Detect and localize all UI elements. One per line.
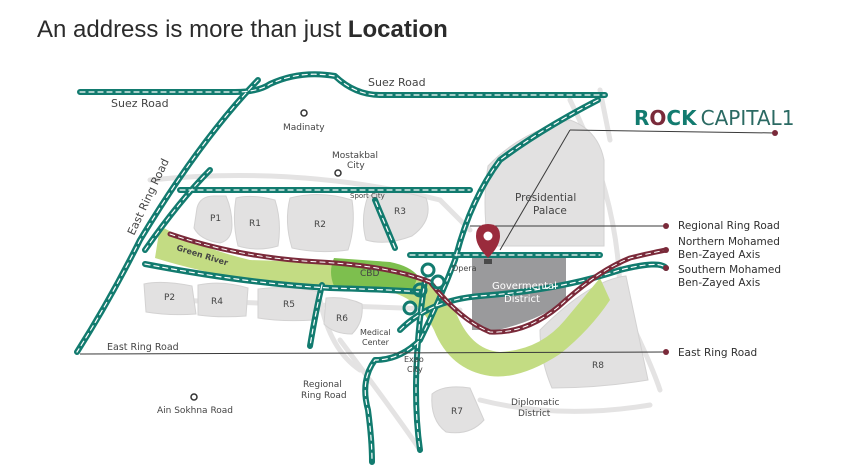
label-zone-r5: R5 <box>283 300 295 310</box>
map-pin-icon[interactable] <box>476 224 500 264</box>
label-diplomatic-l2: District <box>518 409 551 419</box>
zone-r2 <box>286 194 354 253</box>
zone-r4 <box>197 282 249 318</box>
callout-south-l1: Southern Mohamed <box>678 264 781 276</box>
label-zone-r7: R7 <box>451 407 463 417</box>
label-medical-l1: Medical <box>360 328 391 337</box>
callout-north-l1: Northern Mohamed <box>678 236 780 248</box>
label-opera: Opera <box>452 264 477 273</box>
axis-northern-mbz <box>167 231 669 335</box>
label-madinaty: Madinaty <box>283 123 325 133</box>
major-roads <box>74 71 669 465</box>
circle-marker-icon <box>300 109 308 117</box>
logo-r: R <box>634 106 649 130</box>
logo-o: O <box>649 106 666 130</box>
title-prefix: An address is more than just <box>37 16 348 43</box>
label-presidential-l2: Palace <box>533 205 567 217</box>
callout-south-l2: Ben-Zayed Axis <box>678 277 760 289</box>
road-suez-top <box>77 71 608 98</box>
place-markers <box>190 109 342 401</box>
zone-r1 <box>233 195 280 250</box>
callout-lines <box>79 129 776 355</box>
label-diplomatic-l1: Diplomatic <box>511 398 559 408</box>
logo-ck: CK <box>666 106 698 130</box>
label-zone-r8: R8 <box>592 361 604 371</box>
label-cbd: CBD <box>360 269 379 279</box>
zone-presidential-palace <box>484 119 605 247</box>
zone-p1 <box>193 195 233 244</box>
label-govern-l2: District <box>504 294 540 305</box>
title-emphasis: Location <box>347 16 448 43</box>
label-presidential-l1: Presidential <box>515 192 576 204</box>
label-zone-r6: R6 <box>336 314 348 324</box>
label-suez-road-left: Suez Road <box>111 97 169 110</box>
label-medical-l2: Center <box>362 338 390 347</box>
callout-north-l2: Ben-Zayed Axis <box>678 249 760 261</box>
label-regional-l2: Ring Road <box>301 391 347 401</box>
label-suez-road-top: Suez Road <box>368 76 426 89</box>
zone-r8 <box>539 275 649 389</box>
interchanges <box>402 262 446 316</box>
label-ain-sokhna: Ain Sokhna Road <box>157 406 233 416</box>
callout-regional-ring: Regional Ring Road <box>678 220 780 232</box>
label-expo-l2: City <box>407 365 423 374</box>
label-zone-r1: R1 <box>249 219 261 229</box>
label-zone-p1: P1 <box>210 214 221 224</box>
circle-marker-icon <box>334 169 342 177</box>
zone-r6 <box>323 297 363 335</box>
label-east-ring-bottom: East Ring Road <box>107 342 179 353</box>
page-title: An address is more than just Location <box>37 16 448 44</box>
green-river <box>155 226 610 377</box>
label-zone-r4: R4 <box>211 297 223 307</box>
circle-marker-icon <box>190 393 198 401</box>
zones <box>143 119 649 434</box>
label-zone-r3: R3 <box>394 207 406 217</box>
callout-dots <box>663 130 778 355</box>
logo-capital: CAPITAL1 <box>701 106 795 130</box>
label-mostakbal-l1: Mostakbal <box>332 151 378 161</box>
label-zone-p2: P2 <box>164 293 175 303</box>
label-govern-l1: Govermental <box>492 281 557 292</box>
label-zone-r2: R2 <box>314 220 326 230</box>
label-expo-l1: Expo <box>404 355 424 364</box>
label-sport-city: Sport City <box>350 192 385 200</box>
label-regional-l1: Regional <box>303 380 342 390</box>
zone-r7 <box>431 386 485 434</box>
zone-p2 <box>143 281 197 316</box>
callout-east-ring: East Ring Road <box>678 347 757 359</box>
label-mostakbal-l2: City <box>347 161 365 171</box>
